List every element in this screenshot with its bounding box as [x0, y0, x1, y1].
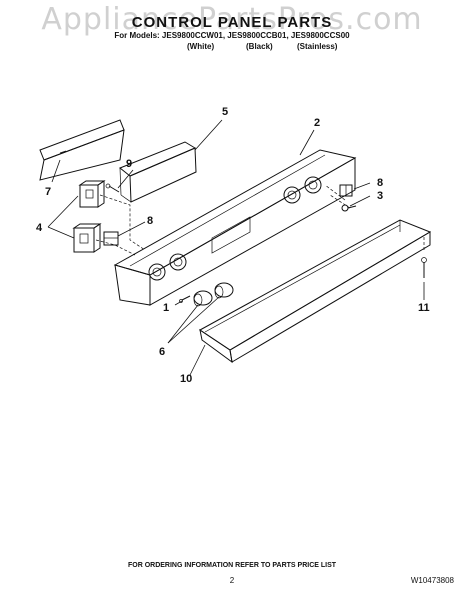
part-screw-9: [105, 183, 120, 193]
callout-8-right: 8: [377, 177, 383, 189]
callout-8-left: 8: [147, 215, 153, 227]
ordering-note: FOR ORDERING INFORMATION REFER TO PARTS …: [127, 562, 337, 569]
page-number: 2: [229, 576, 235, 585]
callout-9: 9: [126, 158, 132, 170]
callout-11: 11: [418, 302, 430, 314]
part-control-panel: [113, 149, 357, 306]
part-switch-lower: [72, 223, 102, 253]
callout-10: 10: [180, 373, 192, 385]
assembly-lines: [95, 184, 425, 256]
part-bracket: [39, 119, 125, 181]
callout-5: 5: [222, 106, 228, 118]
callout-3: 3: [377, 190, 383, 202]
part-display-cover: [119, 141, 197, 203]
part-knob-b: [214, 282, 234, 299]
part-knob-a: [193, 290, 213, 307]
doc-number: W10473808: [410, 576, 454, 585]
callout-6: 6: [159, 346, 165, 358]
callout-1: 1: [163, 302, 169, 314]
models-line: For Models: JES9800CCW01, JES9800CCB01, …: [114, 31, 350, 40]
part-screw-3: [341, 204, 357, 212]
leader-lines: [47, 119, 425, 376]
part-switch-upper: [78, 180, 106, 208]
part-lower-tray: [199, 219, 432, 364]
page-title: CONTROL PANEL PARTS: [131, 14, 333, 31]
watermark: AppliancePartsPros.com: [41, 2, 423, 37]
part-screw-1: [179, 295, 191, 303]
callout-4: 4: [36, 222, 43, 234]
finish-white: (White): [187, 42, 215, 51]
part-switch-8-left: [103, 231, 119, 246]
callout-7: 7: [45, 186, 51, 198]
finish-stainless: (Stainless): [297, 42, 338, 51]
finish-black: (Black): [246, 42, 273, 51]
callout-2: 2: [314, 117, 320, 129]
part-screw-11: [421, 257, 427, 278]
part-switch-8-right: [339, 184, 353, 197]
